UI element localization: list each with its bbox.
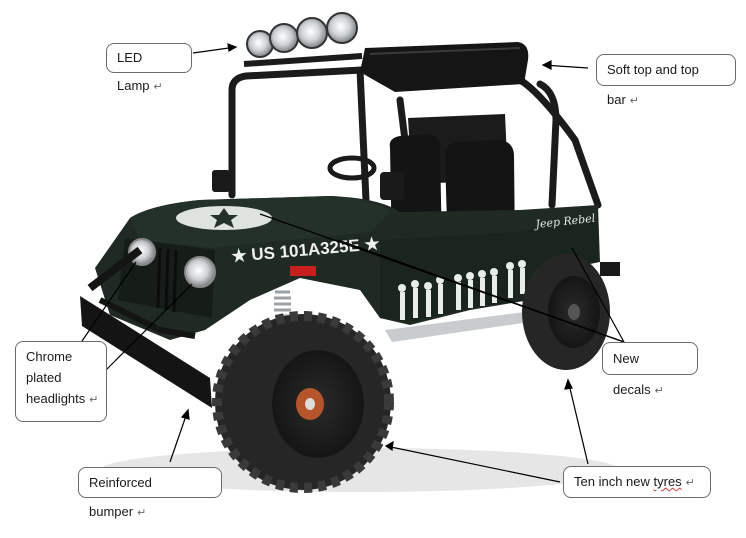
arrow-tyre-front bbox=[385, 445, 561, 483]
arrowhead-soft-top bbox=[541, 60, 552, 70]
arrowhead-led bbox=[227, 43, 238, 52]
arrow-decal-3 bbox=[571, 247, 625, 343]
callout-led-lamp-text: LED Lamp bbox=[117, 50, 150, 93]
callout-chrome-line-1: Chrome bbox=[26, 349, 73, 364]
reinforced-bumper bbox=[80, 246, 212, 408]
callout-soft-top: Soft top and top bar↵ bbox=[596, 54, 736, 107]
callout-new-decals: New decals↵ bbox=[602, 342, 698, 397]
side-reflector bbox=[290, 266, 316, 276]
arrow-bumper bbox=[169, 409, 189, 463]
step-board bbox=[385, 312, 530, 342]
soft-top-edge bbox=[369, 47, 521, 55]
callout-new-tyres: Ten inch new tyres↵ bbox=[563, 466, 711, 498]
arrowhead-tyre-front bbox=[384, 440, 394, 452]
callout-tyres-word: tyres bbox=[653, 474, 682, 489]
callout-reinforced-bumper: Reinforced bumper↵ bbox=[78, 467, 222, 519]
rear-tyre bbox=[522, 254, 620, 370]
hood-star-decal bbox=[176, 206, 272, 230]
front-spring bbox=[274, 290, 291, 318]
soldiers-decal bbox=[398, 260, 526, 320]
led-lamp-bar bbox=[243, 12, 363, 67]
callout-led-lamp: LED Lamp↵ bbox=[106, 43, 192, 93]
callout-tyres-text: Ten inch new bbox=[574, 474, 654, 489]
callout-chrome-line-2: plated bbox=[26, 370, 62, 385]
callout-arrows bbox=[79, 43, 625, 483]
led-lamp-1 bbox=[246, 30, 274, 58]
callout-chrome-line-3: headlights bbox=[26, 391, 86, 406]
arrowhead-bumper bbox=[180, 408, 190, 420]
side-panel bbox=[380, 222, 598, 322]
chrome-headlight-left bbox=[128, 238, 156, 266]
callout-new-decals-text: New decals bbox=[613, 351, 651, 397]
soft-top bbox=[360, 42, 529, 92]
arrow-decal-2 bbox=[337, 239, 625, 343]
steering-wheel bbox=[327, 155, 377, 181]
arrowhead-tyre-rear bbox=[564, 378, 573, 390]
led-lamp-4 bbox=[326, 12, 358, 44]
callout-bumper-text: Reinforced bumper bbox=[89, 475, 152, 519]
mirror-right bbox=[380, 172, 404, 200]
front-tyre bbox=[212, 311, 394, 493]
callout-chrome-headlights: Chrome plated headlights↵ bbox=[15, 341, 107, 422]
mirror-left bbox=[212, 170, 230, 192]
led-lamp-3 bbox=[296, 17, 328, 49]
arrow-tyre-rear bbox=[567, 379, 589, 465]
callout-soft-top-text: Soft top and top bar bbox=[607, 62, 699, 107]
arrow-headlight-1 bbox=[79, 261, 137, 345]
signature-decal: Jeep Rebel bbox=[533, 212, 596, 231]
chrome-headlight-right bbox=[184, 256, 216, 288]
arrow-headlight-2 bbox=[105, 283, 193, 371]
led-lamp-2 bbox=[269, 23, 299, 53]
